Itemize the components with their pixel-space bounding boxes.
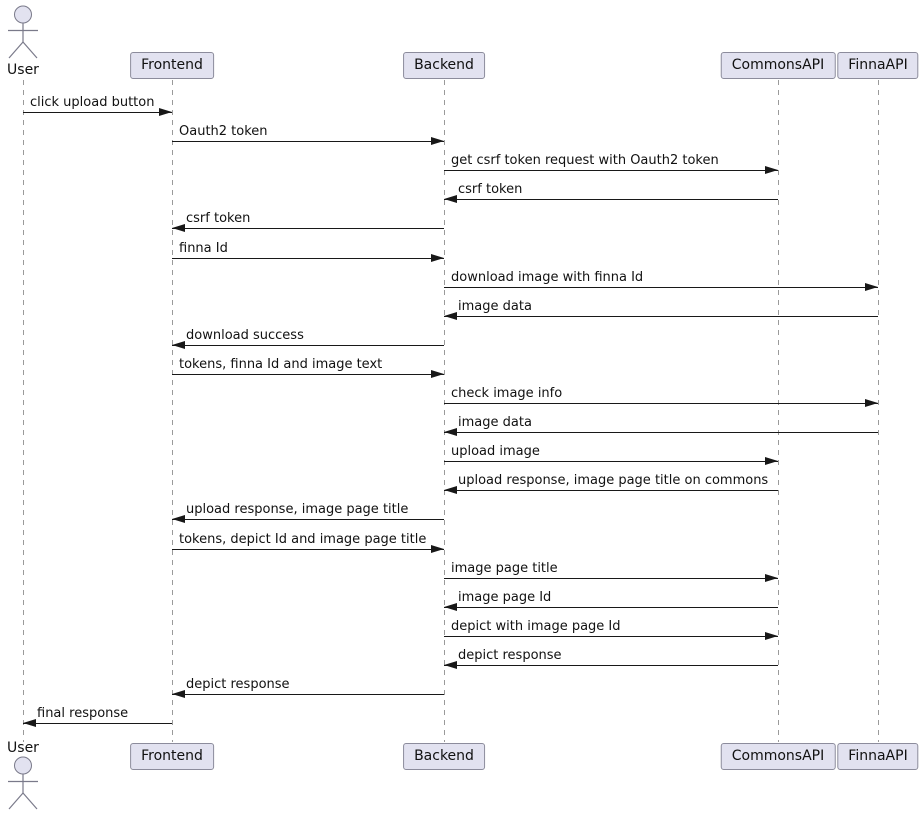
message-19-label: depict response (458, 648, 562, 663)
message-7-line (444, 316, 878, 317)
lifeline-backend (444, 80, 445, 742)
message-2-label: get csrf token request with Oauth2 token (451, 153, 719, 168)
message-5-label: finna Id (179, 241, 228, 256)
message-0-arrowhead-icon (159, 108, 172, 116)
message-0-line (23, 112, 172, 113)
participant-commons-bottom: CommonsAPI (720, 743, 836, 770)
message-20-arrowhead-icon (172, 690, 185, 698)
message-19-arrowhead-icon (444, 661, 457, 669)
message-21-line (23, 723, 172, 724)
participant-frontend-bottom: Frontend (130, 743, 214, 770)
message-4-arrowhead-icon (172, 224, 185, 232)
message-18-label: depict with image page Id (451, 619, 621, 634)
message-19-line (444, 665, 778, 666)
message-5-line (172, 258, 444, 259)
message-8-line (172, 345, 444, 346)
actor-label-user-bottom: User (7, 740, 39, 756)
actor-user-bottom: User (3, 740, 43, 813)
message-8-label: download success (186, 328, 304, 343)
message-13-label: upload response, image page title on com… (458, 473, 769, 488)
message-14-arrowhead-icon (172, 515, 185, 523)
message-20-line (172, 694, 444, 695)
actor-user-top: User (3, 5, 43, 78)
message-6-line (444, 287, 878, 288)
message-9-line (172, 374, 444, 375)
actor-figure-icon (8, 756, 38, 810)
message-10-line (444, 403, 878, 404)
message-7-arrowhead-icon (444, 312, 457, 320)
message-20-label: depict response (186, 677, 290, 692)
participant-commons-top: CommonsAPI (720, 52, 836, 79)
participant-finna-top: FinnaAPI (837, 52, 919, 79)
lifeline-finna (878, 80, 879, 742)
message-16-label: image page title (451, 561, 558, 576)
message-18-line (444, 636, 778, 637)
message-8-arrowhead-icon (172, 341, 185, 349)
message-9-label: tokens, finna Id and image text (179, 357, 383, 372)
message-12-line (444, 461, 778, 462)
message-1-label: Oauth2 token (179, 124, 268, 139)
message-6-arrowhead-icon (865, 283, 878, 291)
actor-label-user-top: User (7, 62, 39, 78)
message-17-line (444, 607, 778, 608)
lifeline-frontend (172, 80, 173, 742)
message-15-label: tokens, depict Id and image page title (179, 532, 427, 547)
message-5-arrowhead-icon (431, 254, 444, 262)
message-9-arrowhead-icon (431, 370, 444, 378)
message-4-label: csrf token (186, 211, 251, 226)
lifeline-user (23, 80, 24, 742)
actor-figure-icon (8, 5, 38, 59)
message-17-arrowhead-icon (444, 603, 457, 611)
message-13-arrowhead-icon (444, 486, 457, 494)
message-21-label: final response (37, 706, 129, 721)
message-16-line (444, 578, 778, 579)
message-17-label: image page Id (458, 590, 552, 605)
message-11-line (444, 432, 878, 433)
participant-backend-top: Backend (403, 52, 485, 79)
message-1-arrowhead-icon (431, 137, 444, 145)
message-21-arrowhead-icon (23, 719, 36, 727)
participant-finna-bottom: FinnaAPI (837, 743, 919, 770)
message-1-line (172, 141, 444, 142)
message-3-label: csrf token (458, 182, 523, 197)
participant-frontend-top: Frontend (130, 52, 214, 79)
message-14-line (172, 519, 444, 520)
lifeline-commons (778, 80, 779, 742)
message-11-label: image data (458, 415, 532, 430)
message-2-line (444, 170, 778, 171)
message-6-label: download image with finna Id (451, 270, 644, 285)
message-4-line (172, 228, 444, 229)
message-15-arrowhead-icon (431, 545, 444, 553)
message-16-arrowhead-icon (765, 574, 778, 582)
message-14-label: upload response, image page title (186, 502, 409, 517)
message-11-arrowhead-icon (444, 428, 457, 436)
message-2-arrowhead-icon (765, 166, 778, 174)
message-10-label: check image info (451, 386, 563, 401)
message-10-arrowhead-icon (865, 399, 878, 407)
message-7-label: image data (458, 299, 532, 314)
message-3-line (444, 199, 778, 200)
message-3-arrowhead-icon (444, 195, 457, 203)
message-15-line (172, 549, 444, 550)
message-18-arrowhead-icon (765, 632, 778, 640)
message-12-arrowhead-icon (765, 457, 778, 465)
message-0-label: click upload button (30, 95, 155, 110)
message-13-line (444, 490, 778, 491)
message-12-label: upload image (451, 444, 540, 459)
participant-backend-bottom: Backend (403, 743, 485, 770)
